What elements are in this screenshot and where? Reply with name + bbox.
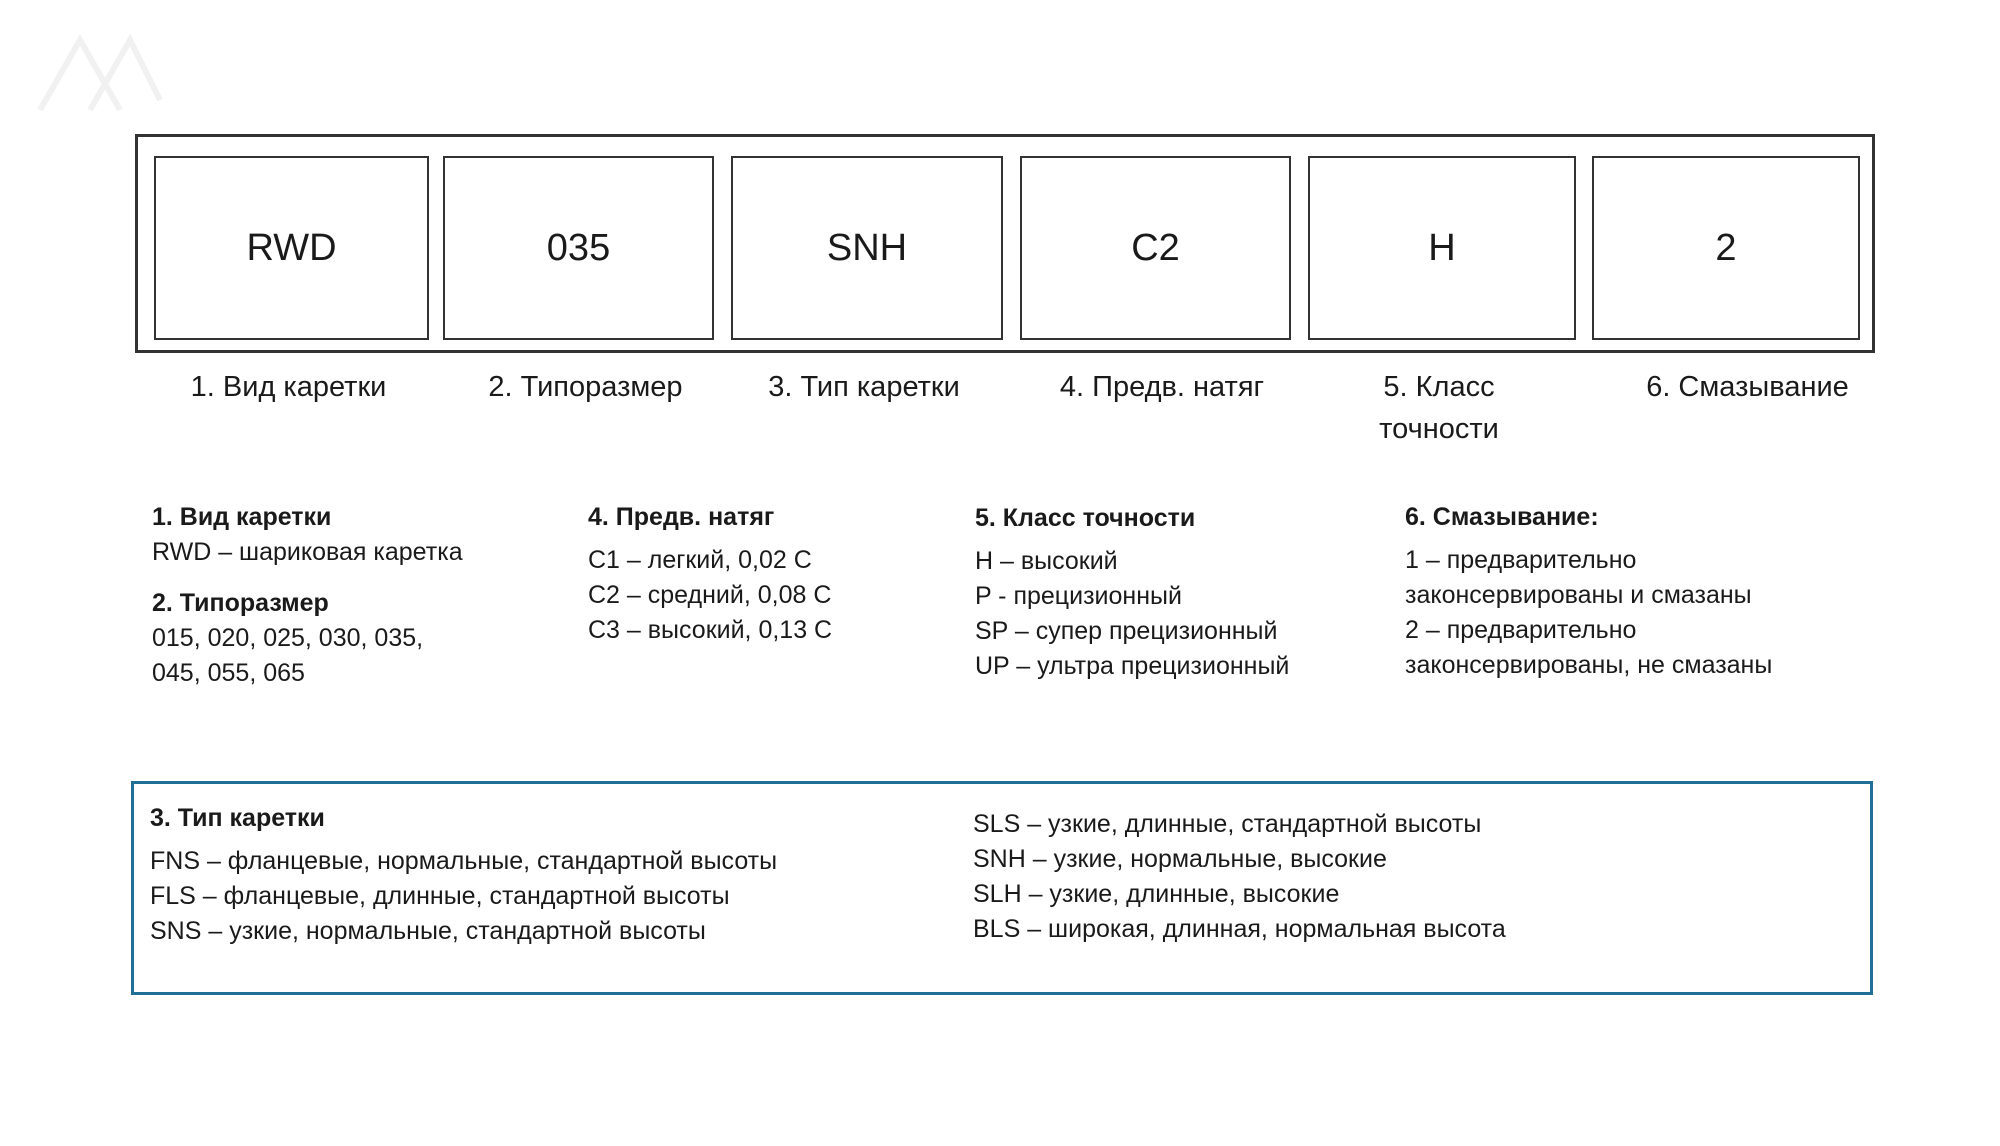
legend-preload: 4. Предв. натяг C1 – легкий, 0,02 C C2 –… <box>588 500 832 648</box>
carriage-type-box <box>131 781 1873 995</box>
legend-line: C3 – высокий, 0,13 C <box>588 616 833 644</box>
carriage-type-right-column: SLS – узкие, длинные, стандартной высоты… <box>973 807 1506 947</box>
code-box-accuracy: H <box>1308 156 1576 340</box>
legend-line: H – высокий <box>975 547 1118 575</box>
carriage-type-line: BLS – широкая, длинная, нормальная высот… <box>973 915 1506 943</box>
code-label-preload: 4. Предв. натяг <box>1059 371 1265 403</box>
carriage-type-line: SNH – узкие, нормальные, высокие <box>973 845 1387 873</box>
legend-line: законсервированы и смазаны <box>1405 581 1752 609</box>
carriage-type-line: SLS – узкие, длинные, стандартной высоты <box>973 810 1482 838</box>
legend-size: 2. Типоразмер 015, 020, 025, 030, 035, 0… <box>152 586 423 691</box>
code-value: RWD <box>246 226 337 269</box>
carriage-type-line: SLH – узкие, длинные, высокие <box>973 880 1340 908</box>
carriage-type-line: SNS – узкие, нормальные, стандартной выс… <box>150 917 706 945</box>
watermark-logo-icon <box>37 33 163 112</box>
legend-accuracy: 5. Класс точности H – высокий P - прециз… <box>975 501 1289 684</box>
legend-line: P - прецизионный <box>975 582 1182 610</box>
legend-line: 045, 055, 065 <box>152 659 305 687</box>
legend-line: 2 – предварительно <box>1405 616 1637 644</box>
code-box-carriage-kind: RWD <box>154 156 429 340</box>
legend-heading: 5. Класс точности <box>975 504 1196 532</box>
legend-lubrication: 6. Смазывание: 1 – предварительно законс… <box>1405 500 1772 683</box>
code-label-lubrication: 6. Смазывание <box>1646 371 1849 403</box>
legend-line: C2 – средний, 0,08 C <box>588 581 832 609</box>
legend-line: RWD – шариковая каретка <box>152 538 463 566</box>
code-box-carriage-type: SNH <box>731 156 1003 340</box>
code-box-lubrication: 2 <box>1592 156 1860 340</box>
legend-line: 1 – предварительно <box>1405 546 1637 574</box>
code-label-carriage-kind: 1. Вид каретки <box>190 371 387 403</box>
legend-line: SP – супер прецизионный <box>975 617 1278 645</box>
carriage-type-heading: 3. Тип каретки <box>150 804 325 832</box>
code-label-carriage-type: 3. Тип каретки <box>768 371 960 403</box>
legend-carriage-kind: 1. Вид каретки RWD – шариковая каретка <box>152 500 463 570</box>
legend-heading: 1. Вид каретки <box>152 503 332 531</box>
legend-line: C1 – легкий, 0,02 C <box>588 546 812 574</box>
code-frame: RWD 035 SNH C2 H 2 <box>135 134 1875 353</box>
code-value: C2 <box>1131 226 1180 269</box>
legend-line: законсервированы, не смазаны <box>1405 651 1773 679</box>
code-value: SNH <box>826 226 908 269</box>
code-value: H <box>1428 226 1456 269</box>
code-value: 2 <box>1715 226 1737 269</box>
carriage-type-line: FLS – фланцевые, длинные, стандартной вы… <box>150 882 730 910</box>
carriage-type-left-column: 3. Тип каретки FNS – фланцевые, нормальн… <box>150 801 777 949</box>
code-box-size: 035 <box>443 156 714 340</box>
legend-heading: 2. Типоразмер <box>152 589 329 617</box>
carriage-type-line: FNS – фланцевые, нормальные, стандартной… <box>150 847 778 875</box>
code-value: 035 <box>546 226 611 269</box>
code-label-size: 2. Типоразмер <box>488 371 683 403</box>
legend-line: 015, 020, 025, 030, 035, <box>152 624 424 652</box>
code-label-accuracy: 5. Класс точности <box>1379 371 1499 445</box>
code-box-preload: C2 <box>1020 156 1291 340</box>
legend-line: UP – ультра прецизионный <box>975 652 1290 680</box>
legend-heading: 4. Предв. натяг <box>588 503 775 531</box>
legend-heading: 6. Смазывание: <box>1405 503 1599 531</box>
